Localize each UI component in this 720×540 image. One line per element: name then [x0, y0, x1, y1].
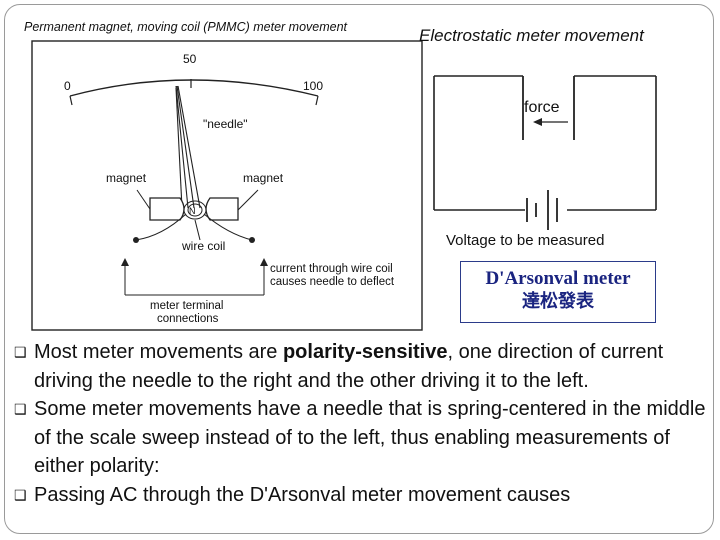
magnet-right	[205, 197, 239, 221]
terminal-arrow-left	[121, 258, 129, 266]
darsonval-caption: D'Arsonval meter 達松發表	[460, 261, 656, 323]
meter-housing	[31, 40, 423, 331]
magnet-right-label: magnet	[243, 171, 284, 185]
slide-frame	[4, 4, 714, 534]
terminal-right	[249, 237, 255, 243]
bullet-item: ❑Passing AC through the D'Arsonval meter…	[14, 481, 714, 510]
scale-label-100: 100	[303, 79, 323, 93]
scale-label-50: 50	[183, 52, 197, 66]
electro-circuit	[433, 75, 657, 211]
caption-chinese: 達松發表	[522, 291, 594, 312]
electro-title: Electrostatic meter movement	[419, 26, 645, 45]
bullet-icon: ❑	[14, 401, 27, 417]
coil-symbol: N	[189, 206, 196, 216]
lead-wire-left	[135, 213, 187, 241]
bullet-icon: ❑	[14, 486, 27, 503]
terminal-arrow-right	[260, 258, 268, 266]
bullet-icon: ❑	[14, 344, 27, 360]
voltage-label: Voltage to be measured	[446, 232, 604, 249]
terminal-label-line1: meter terminal	[150, 300, 224, 312]
bullet-item: ❑Some meter movements have a needle that…	[14, 395, 714, 481]
force-arrow-head	[533, 118, 542, 126]
pmmc-title: Permanent magnet, moving coil (PMMC) met…	[24, 20, 348, 34]
force-label: force	[524, 99, 560, 116]
meter-needle	[175, 85, 201, 209]
scale-tick-0	[69, 95, 73, 106]
wire-coil-pointer	[194, 219, 201, 241]
wire-coil	[183, 200, 207, 220]
current-note-line2: causes needle to deflect	[270, 276, 395, 288]
battery-symbol	[526, 190, 558, 230]
terminal-left	[133, 237, 139, 243]
magnet-right-pointer	[235, 189, 259, 213]
wire-coil-label: wire coil	[181, 239, 225, 253]
magnet-left	[149, 197, 185, 221]
bullet-item: ❑Most meter movements are polarity-sensi…	[14, 338, 714, 395]
current-note-line1: current through wire coil	[270, 263, 393, 275]
scale-label-0: 0	[64, 79, 71, 93]
meter-figure: Permanent magnet, moving coil (PMMC) met…	[24, 20, 657, 331]
meter-scale-arc	[69, 79, 319, 97]
lead-wire-right	[203, 213, 253, 241]
terminal-label-line2: connections	[157, 313, 219, 325]
caption-english: D'Arsonval meter	[485, 268, 631, 289]
bullet-list: ❑Most meter movements are polarity-sensi…	[14, 338, 714, 509]
needle-label: "needle"	[203, 117, 248, 131]
scale-tick-100	[315, 95, 319, 106]
magnet-left-label: magnet	[106, 171, 147, 185]
capacitor-plates	[522, 76, 575, 140]
